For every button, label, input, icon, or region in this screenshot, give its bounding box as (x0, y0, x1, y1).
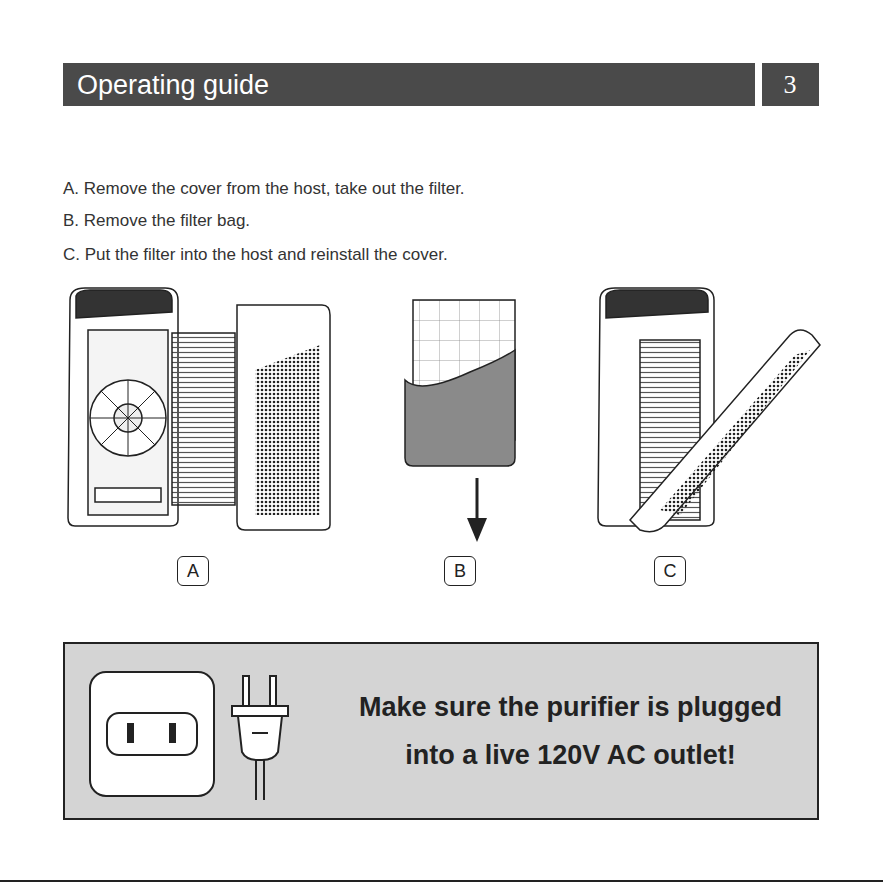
cover (237, 305, 330, 530)
purifier-host (68, 288, 178, 526)
warning-text: Make sure the purifier is plugged into a… (333, 683, 808, 779)
callout-letter: A (186, 560, 200, 582)
callout-box: C (654, 556, 686, 586)
page-title: Operating guide (77, 69, 269, 101)
title-bar (63, 63, 755, 106)
filter-bag (405, 350, 515, 466)
cover (630, 330, 820, 532)
callout-letter: C (663, 560, 677, 582)
page-rule (0, 880, 883, 882)
outlet-icon (90, 672, 214, 796)
warning-box: Make sure the purifier is plugged into a… (63, 642, 819, 820)
cover-grille (660, 350, 810, 515)
down-arrow (467, 478, 487, 542)
warning-panel (64, 643, 818, 819)
plug-icon (232, 676, 288, 800)
page-number-box (762, 63, 819, 106)
instruction: A. Remove the cover from the host, take … (63, 179, 465, 199)
callout-box: A (177, 556, 209, 586)
callout-box: B (444, 556, 476, 586)
callout-letter: B (453, 560, 467, 582)
instruction: C. Put the filter into the host and rein… (63, 245, 448, 265)
filter (172, 333, 235, 505)
instruction: B. Remove the filter bag. (63, 211, 250, 231)
page-number: 3 (784, 68, 797, 102)
